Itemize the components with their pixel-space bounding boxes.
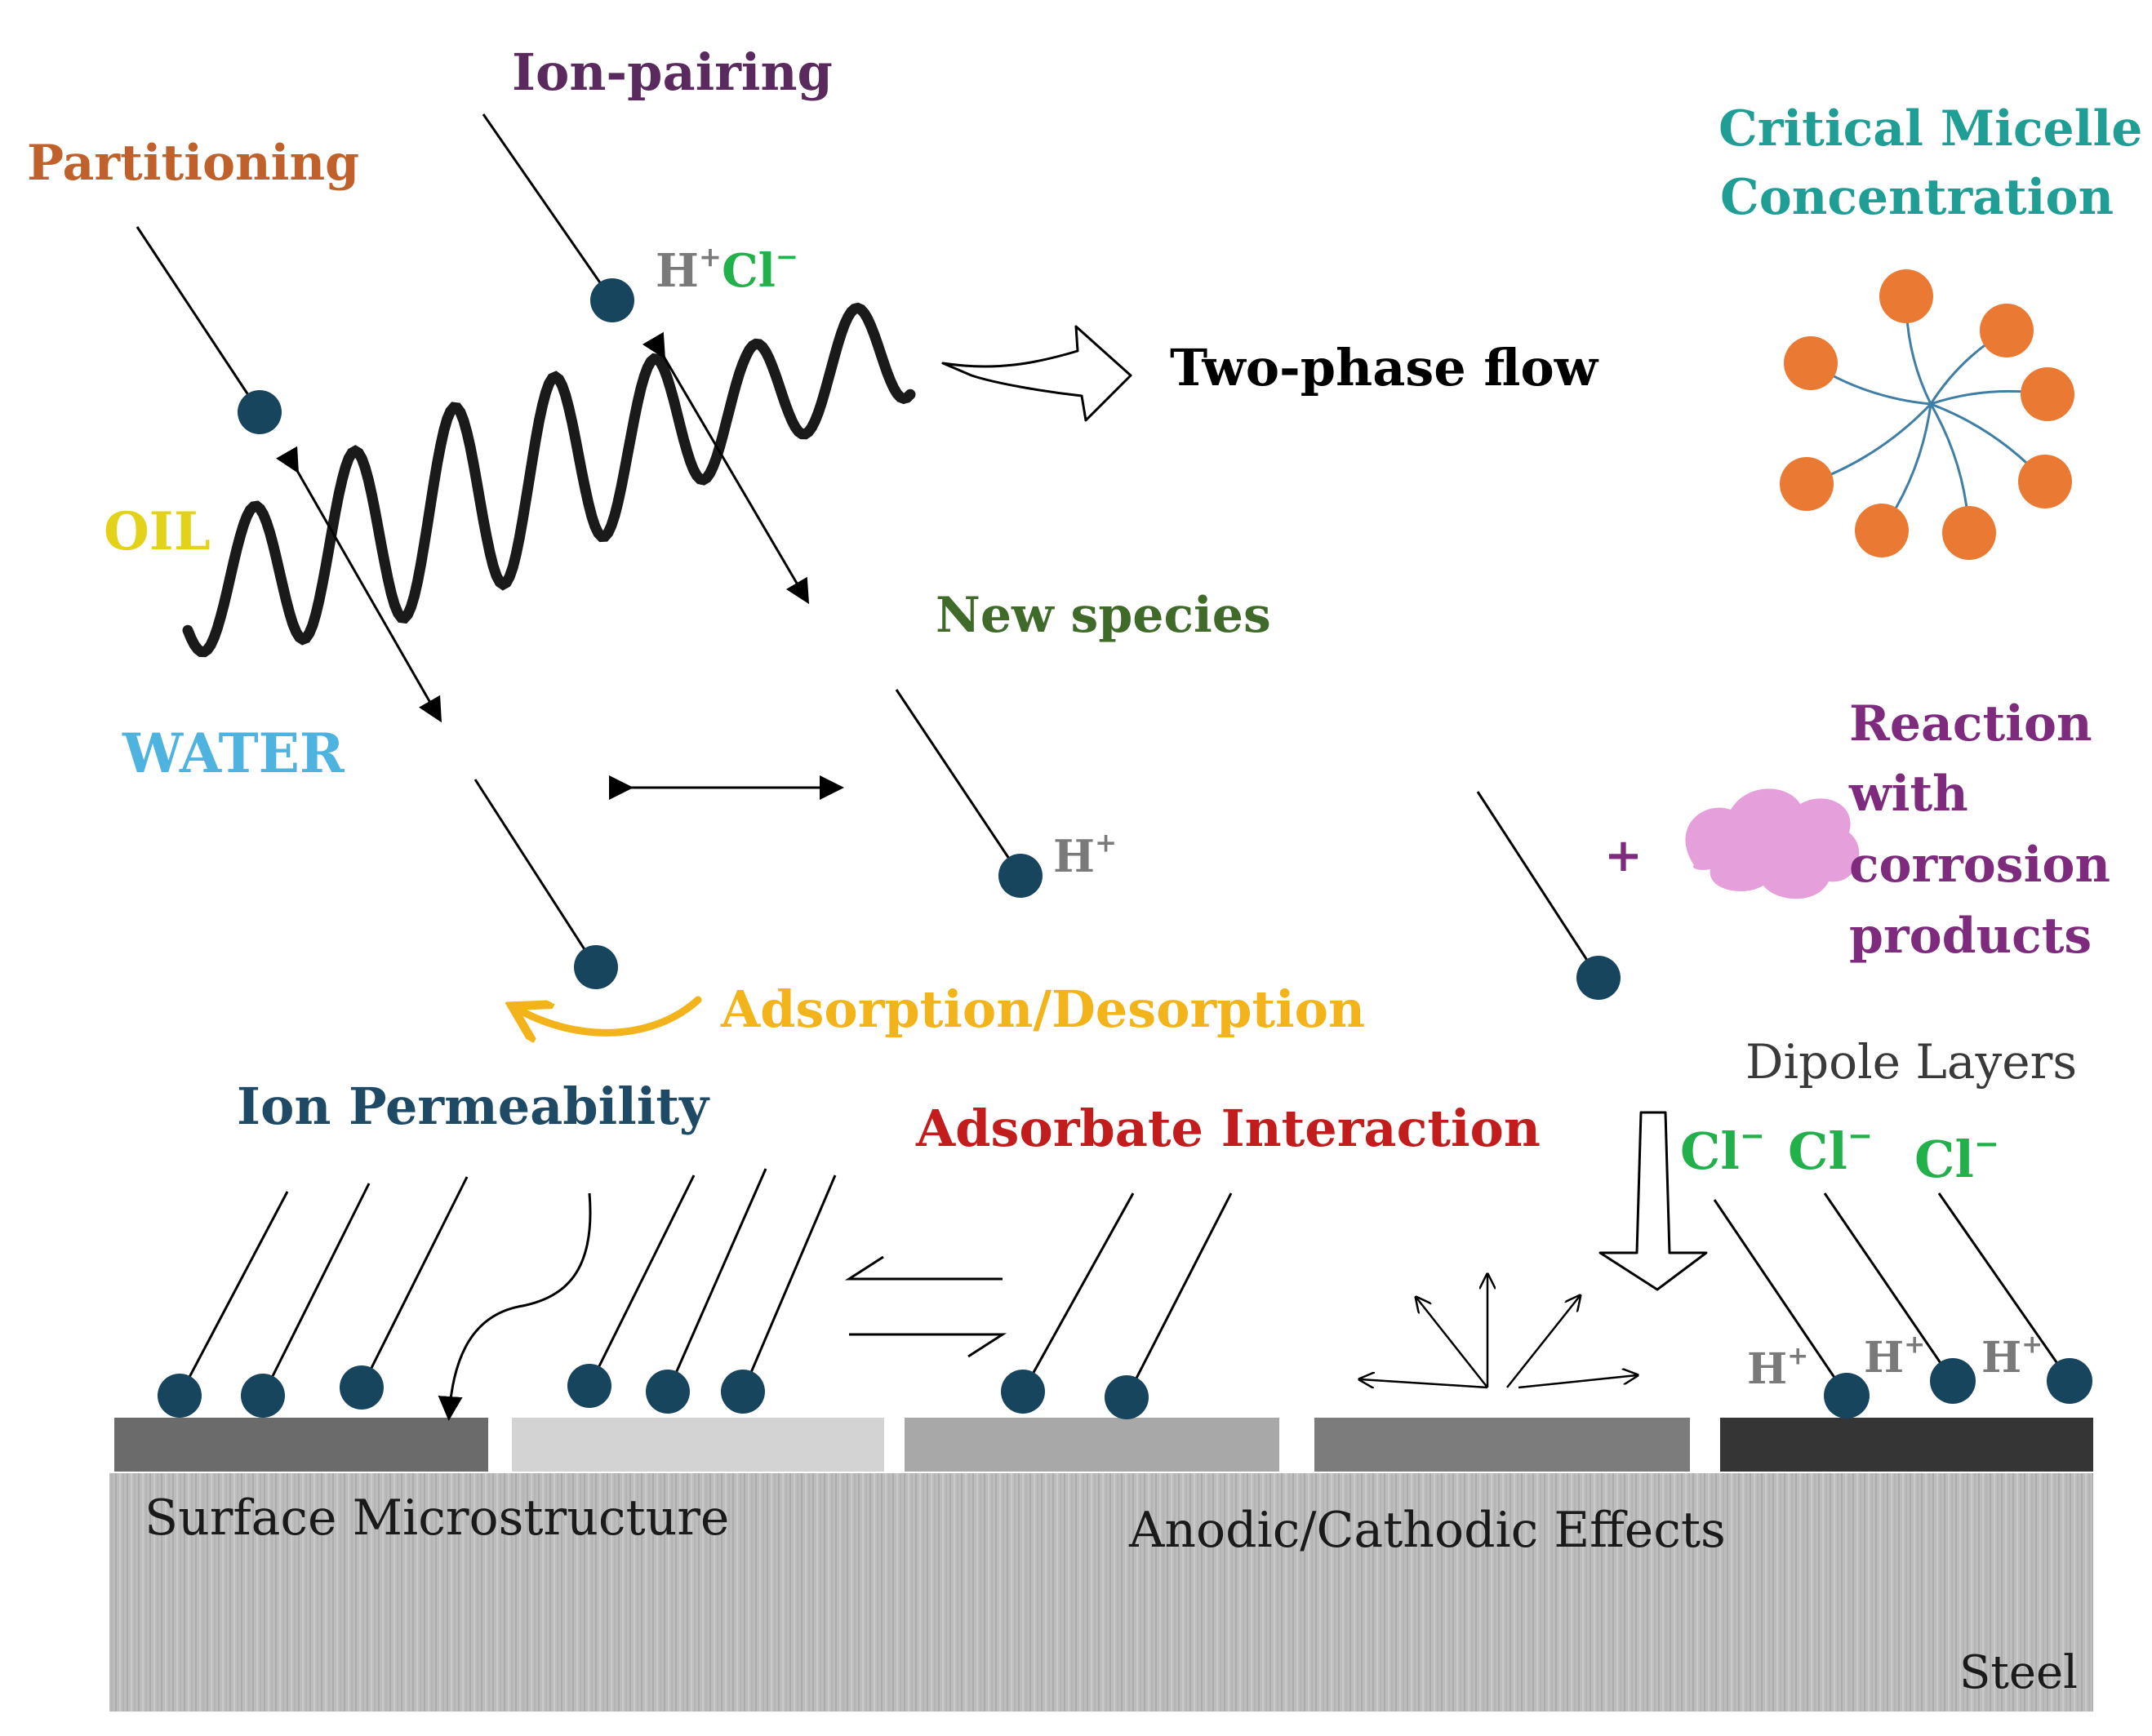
plus-sign: +	[1604, 828, 1643, 882]
dipole-chloride-ion-1: Cl−	[1680, 1117, 1766, 1181]
new-species-label: New species	[936, 587, 1271, 644]
ray	[1506, 1296, 1580, 1388]
surfactant-tail	[360, 1176, 469, 1388]
micelle-head	[1942, 506, 1996, 560]
hydrogen-ion: H+	[656, 239, 723, 298]
micelle-head	[1784, 336, 1838, 390]
reaction-label-line4: products	[1849, 908, 2092, 965]
micelle-head	[1879, 269, 1933, 323]
surfactant-tail	[1937, 1192, 2071, 1382]
micelle-head	[2021, 367, 2074, 421]
ray	[1360, 1379, 1488, 1389]
equilibrium-arrow-right	[849, 1333, 1007, 1358]
dipole-hydrogen-ion-3: H+	[1981, 1330, 2043, 1383]
surface-microstructure-label: Surface Microstructure	[145, 1490, 730, 1547]
surfactant-head	[574, 945, 618, 989]
surface-phase-1	[114, 1418, 488, 1472]
ray	[1518, 1375, 1637, 1389]
new-species-hydrogen-ion: H+	[1053, 827, 1118, 882]
surfactant-heads	[158, 278, 2092, 1419]
micelle-head	[1780, 457, 1834, 511]
surfactant-tail	[178, 1191, 289, 1396]
surfactant-tail	[261, 1183, 371, 1396]
micelle-head	[2018, 455, 2072, 508]
surfactant-head	[158, 1374, 202, 1418]
cmc-label-line2: Concentration	[1720, 169, 2114, 226]
surfactant-head	[721, 1370, 765, 1414]
surfactant-tail	[741, 1174, 837, 1392]
cmc-label-line1: Critical Micelle	[1718, 100, 2143, 158]
ion-pairing-label: Ion-pairing	[512, 42, 833, 102]
surface-phase-4	[1314, 1418, 1690, 1472]
ion-permeability-arrow	[438, 1192, 592, 1421]
oil-label: OIL	[104, 501, 211, 562]
micelle-head	[1855, 504, 1909, 557]
surfactant-head	[1105, 1375, 1149, 1419]
adsorption-arrow	[518, 996, 702, 1032]
surfactant-tail	[1823, 1192, 1954, 1382]
ion-pair-arrow	[642, 331, 810, 605]
dipole-hydrogen-ion-2: H+	[1864, 1330, 1926, 1383]
surfactant-head	[646, 1370, 690, 1414]
water-label: WATER	[122, 721, 345, 785]
partitioning-label: Partitioning	[27, 135, 360, 192]
steel-label: Steel	[1959, 1646, 2079, 1699]
surface-phase-3	[905, 1418, 1279, 1472]
surfactant-tail	[895, 689, 1022, 877]
adsorption-desorption-label: Adsorption/Desorption	[721, 979, 1366, 1039]
surface-phase-5	[1720, 1418, 2093, 1472]
two-phase-flow-label: Two-phase flow	[1170, 338, 1598, 397]
surfactant-tails	[136, 113, 2071, 1398]
surfactant-tail	[1125, 1192, 1233, 1398]
surfactant-tail	[666, 1168, 767, 1392]
surfactant-head	[1001, 1370, 1045, 1414]
dipole-layer-arrow	[1598, 1111, 1708, 1291]
surfactant-tail	[474, 779, 598, 968]
two-phase-flow-arrow	[941, 325, 1132, 422]
surfactant-head	[590, 278, 634, 322]
surfactant-head	[1824, 1373, 1870, 1419]
micelle-head	[1980, 304, 2034, 357]
surfactant-head	[1930, 1358, 1976, 1404]
dipole-hydrogen-ion-1: H+	[1747, 1341, 1809, 1394]
partition-arrow	[276, 446, 442, 723]
reaction-label-line3: corrosion	[1849, 837, 2111, 894]
surfactant-tail	[136, 226, 261, 413]
surface-phase-2	[512, 1418, 884, 1472]
steel-substrate	[109, 1473, 2093, 1712]
reaction-label-line2: with	[1849, 766, 1968, 823]
ray	[1416, 1298, 1488, 1388]
surfactant-head	[1576, 956, 1621, 1000]
surfactant-head	[567, 1364, 611, 1408]
surfactant-head	[2047, 1358, 2092, 1404]
surfactant-tail	[482, 113, 614, 301]
surfactant-tail	[1021, 1192, 1135, 1392]
micelle	[1780, 269, 2074, 560]
surfactant-head	[998, 854, 1043, 898]
ion-pair-label: H+Cl−	[656, 242, 798, 294]
oil-water-interface-wave	[182, 302, 916, 658]
reaction-label-line1: Reaction	[1849, 695, 2092, 753]
surfactant-tail	[1713, 1199, 1848, 1396]
ion-permeability-label: Ion Permeability	[237, 1077, 709, 1136]
surfactant-head	[340, 1365, 384, 1410]
anodic-cathodic-rays	[1360, 1275, 1637, 1389]
dipole-chloride-ion-3: Cl−	[1914, 1126, 2000, 1189]
surfactant-tail	[1476, 791, 1600, 979]
anodic-cathodic-label: Anodic/Cathodic Effects	[1129, 1502, 1726, 1559]
chloride-ion: Cl−	[722, 239, 799, 298]
adsorbate-interaction-label: Adsorbate Interaction	[916, 1099, 1541, 1158]
equilibrium-arrow-left	[844, 1255, 1003, 1281]
surfactant-head	[241, 1374, 285, 1418]
surfactant-head	[238, 390, 282, 434]
corrosion-product-cloud	[1685, 788, 1860, 899]
dipole-layers-label: Dipole Layers	[1745, 1034, 2078, 1090]
dipole-chloride-ion-2: Cl−	[1788, 1117, 1874, 1181]
surfactant-tail	[588, 1174, 696, 1387]
